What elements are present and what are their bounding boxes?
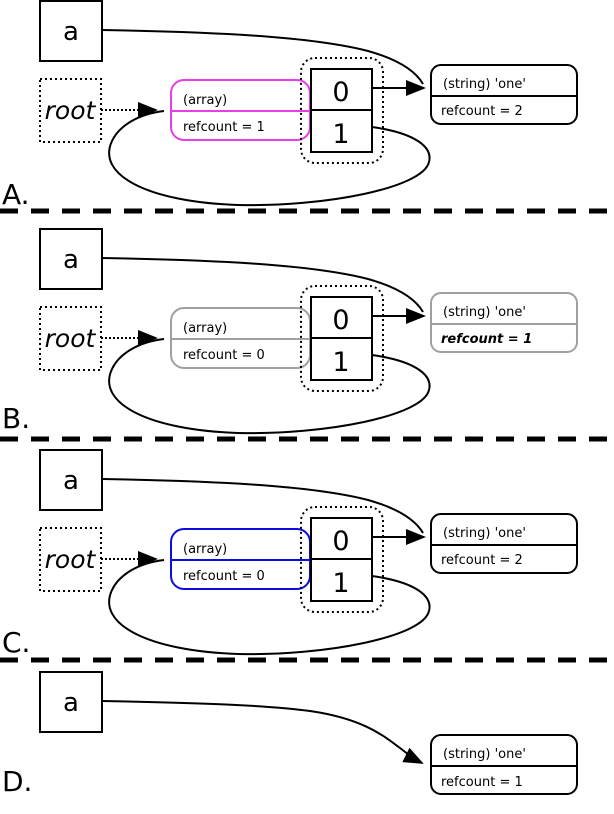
string-type-label: (string) 'one' — [443, 526, 526, 541]
string-zval-node — [430, 734, 578, 795]
panel-d: a (string) 'one' refcount = 1 — [39, 671, 578, 795]
array-cell-1-label: 1 — [332, 568, 349, 599]
root-label: root — [45, 324, 97, 353]
string-refcount-label: refcount = 2 — [441, 104, 523, 119]
a-to-string-arrow — [101, 29, 424, 85]
panel-b-label: B. — [2, 402, 30, 435]
panel-d-label: D. — [2, 765, 32, 798]
a-to-string-arrow — [101, 478, 424, 534]
variable-box — [39, 228, 103, 290]
variable-box — [39, 671, 103, 733]
string-refcount-label: refcount = 2 — [441, 553, 523, 568]
panel-c-label: C. — [2, 626, 30, 659]
string-type-label: (string) 'one' — [443, 305, 526, 320]
root-label: root — [45, 545, 97, 574]
cycle-arrow — [108, 559, 431, 656]
zval-container-outline — [300, 506, 384, 613]
root-buffer-box — [39, 306, 102, 371]
string-zval-node — [430, 292, 578, 353]
array-type-label: (array) — [183, 321, 227, 336]
variable-label: a — [63, 466, 79, 496]
string-refcount-label: refcount = 1 — [441, 775, 523, 790]
string-type-label: (string) 'one' — [443, 77, 526, 92]
string-zval-node — [430, 513, 578, 574]
cycle-arrow — [108, 338, 431, 435]
root-label: root — [45, 96, 97, 125]
string-zval-node — [430, 64, 578, 125]
a-to-string-arrow — [101, 257, 424, 313]
panel-b: a root (array) refcount = 0 0 1 (string)… — [39, 228, 578, 435]
array-cell-1-label: 1 — [332, 119, 349, 150]
array-cell-0-label: 0 — [332, 526, 349, 557]
root-buffer-box — [39, 78, 102, 143]
a-to-string-arrow — [101, 700, 424, 764]
zval-container-outline — [300, 285, 384, 392]
variable-box — [39, 0, 103, 62]
string-type-label: (string) 'one' — [443, 747, 526, 762]
array-refcount-label: refcount = 1 — [183, 120, 265, 135]
zval-container-outline — [300, 57, 384, 164]
variable-box — [39, 449, 103, 511]
panel-c: a root (array) refcount = 0 0 1 (string)… — [39, 449, 578, 656]
array-refcount-label: refcount = 0 — [183, 569, 265, 584]
array-cell-0-label: 0 — [332, 77, 349, 108]
root-buffer-box — [39, 527, 102, 592]
panel-a-label: A. — [2, 178, 30, 211]
variable-label: a — [63, 17, 79, 47]
variable-label: a — [63, 245, 79, 275]
variable-label: a — [63, 688, 79, 718]
array-type-label: (array) — [183, 542, 227, 557]
cycle-arrow — [108, 110, 431, 207]
array-type-label: (array) — [183, 93, 227, 108]
panel-a: a root (array) refcount = 1 0 1 (string)… — [39, 0, 578, 207]
string-refcount-label: refcount = 1 — [441, 332, 532, 347]
array-refcount-label: refcount = 0 — [183, 348, 265, 363]
array-cell-0-label: 0 — [332, 305, 349, 336]
array-cell-1-label: 1 — [332, 347, 349, 378]
